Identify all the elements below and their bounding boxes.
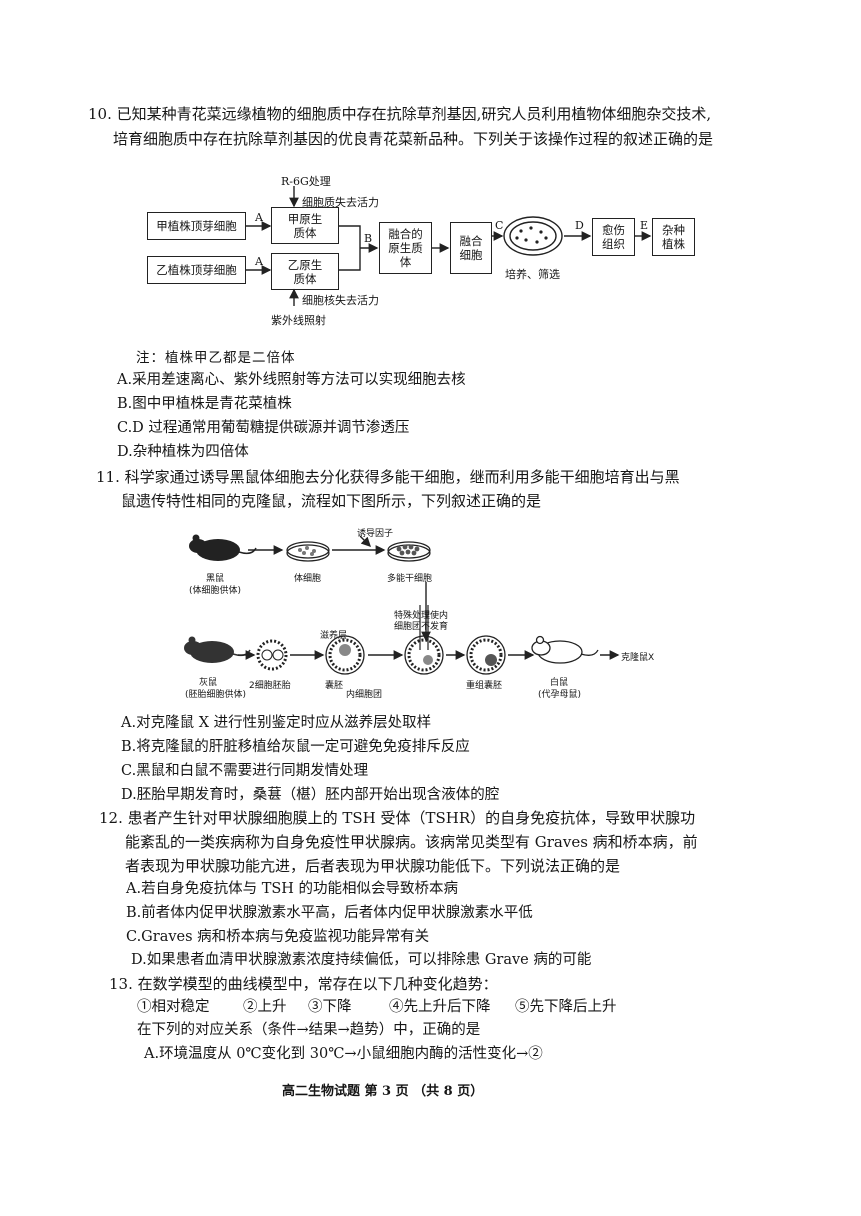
somatic-cell-label: 体细胞 — [294, 574, 322, 584]
protoplast-a-text: 甲原生质体 — [287, 211, 323, 240]
hybrid-plant-box: 杂种植株 — [652, 218, 695, 256]
plant-a-cells-box: 甲植株顶芽细胞 — [147, 212, 246, 240]
special-treatment-label: 特殊处理使内 — [394, 611, 449, 621]
stem-cell-label: 多能干细胞 — [387, 574, 433, 584]
q13-trend-4: ④先上升后下降 — [389, 999, 491, 1015]
black-mouse-role-label: (体细胞供体) — [189, 586, 242, 596]
stem-cell-dish-icon — [387, 541, 431, 562]
two-cell-embryo-label: 2细胞胚胎 — [249, 681, 291, 691]
callus-box: 愈伤组织 — [592, 218, 635, 256]
black-mouse-label: 黑鼠 — [206, 574, 225, 584]
q12-option-a: A.若自身免疫抗体与 TSH 的功能相似会导致桥本病 — [126, 881, 459, 897]
plant-b-cells-text: 乙植株顶芽细胞 — [156, 263, 237, 277]
q12-option-b: B.前者体内促甲状腺激素水平高，后者体内促甲状腺激素水平低 — [126, 905, 533, 921]
q12-stem-line3: 者表现为甲状腺功能亢进，后者表现为甲状腺功能低下。下列说法正确的是 — [125, 857, 621, 875]
q10-option-b: B.图中甲植株是青花菜植株 — [117, 396, 292, 412]
culture-screening-label: 培养、筛选 — [505, 268, 560, 281]
q12-option-d: D.如果患者血清甲状腺激素浓度持续偏低，可以排除患 Grave 病的可能 — [131, 952, 592, 968]
protoplast-b-text: 乙原生质体 — [287, 257, 323, 286]
hybrid-plant-text: 杂种植株 — [662, 223, 685, 251]
process-a-label: A — [255, 211, 263, 224]
q10-stem-line1: 10. 已知某种青花菜远缘植物的细胞质中存在抗除草剂基因,研究人员利用植物体细胞… — [88, 105, 712, 123]
q10-option-d: D.杂种植株为四倍体 — [117, 444, 249, 460]
white-mouse-icon — [531, 635, 599, 664]
fused-protoplast-text: 融合的原生质体 — [388, 227, 423, 269]
q13-option-a: A.环境温度从 0℃变化到 30℃→小鼠细胞内酶的活性变化→② — [144, 1046, 543, 1062]
q10-option-c: C.D 过程通常用葡萄糖提供碳源并调节渗透压 — [117, 420, 410, 436]
q10-note: 注：植株甲乙都是二倍体 — [136, 350, 296, 366]
page-footer: 高二生物试题 第 3 页 （共 8 页） — [282, 1084, 484, 1099]
q12-option-c: C.Graves 病和桥本病与免疫监视功能异常有关 — [126, 929, 430, 945]
plant-a-cells-text: 甲植株顶芽细胞 — [156, 219, 237, 233]
q10-stem-line2: 培育细胞质中存在抗除草剂基因的优良青花菜新品种。下列关于该操作过程的叙述正确的是 — [113, 130, 714, 148]
injection-embryo-icon — [404, 605, 444, 675]
q13-trend-2: ②上升 — [243, 999, 287, 1015]
black-mouse-icon — [189, 534, 257, 561]
q11-stem-line2: 鼠遗传特性相同的克隆鼠，流程如下图所示，下列叙述正确的是 — [121, 492, 542, 510]
q13-stem-line2: 在下列的对应关系（条件→结果→趋势）中，正确的是 — [137, 1022, 481, 1038]
gray-mouse-label: 灰鼠 — [199, 678, 218, 688]
process-d-label: D — [575, 219, 584, 232]
process-c-label: C — [495, 219, 504, 232]
uv-label: 紫外线照射 — [271, 314, 326, 327]
fused-cell-box: 融合细胞 — [450, 222, 492, 274]
protoplast-a-box: 甲原生质体 — [271, 207, 339, 244]
q11-stem-line1: 11. 科学家通过诱导黑鼠体细胞去分化获得多能干细胞，继而利用多能干细胞培育出与… — [96, 468, 680, 486]
callus-text: 愈伤组织 — [602, 223, 625, 251]
q11-option-c: C.黑鼠和白鼠不需要进行同期发情处理 — [121, 763, 369, 779]
q13-trend-1: ①相对稳定 — [137, 999, 210, 1015]
nucleus-inactive-label: 细胞核失去活力 — [302, 294, 379, 307]
q11-option-a: A.对克隆鼠 X 进行性别鉴定时应从滋养层处取样 — [121, 715, 432, 731]
fused-protoplast-box: 融合的原生质体 — [379, 222, 432, 274]
blastocyst-icon — [325, 635, 365, 675]
process-a-label-2: A — [255, 255, 263, 268]
trophoblast-label: 滋养层 — [320, 631, 348, 641]
reconstructed-blastocyst-icon — [466, 635, 506, 675]
process-b-label: B — [364, 232, 373, 245]
q11-option-b: B.将克隆鼠的肝脏移植给灰鼠一定可避免免疫排斥反应 — [121, 739, 470, 755]
blastocyst-label: 囊胚 — [325, 681, 344, 691]
clone-mouse-label: 克隆鼠X — [621, 653, 655, 663]
inducer-label: 诱导因子 — [357, 529, 394, 539]
q10-option-a: A.采用差速离心、紫外线照射等方法可以实现细胞去核 — [117, 372, 466, 388]
cytoplasm-inactive-label: 细胞质失去活力 — [302, 196, 379, 209]
reconstructed-blastocyst-label: 重组囊胚 — [466, 681, 503, 691]
plant-b-cells-box: 乙植株顶芽细胞 — [147, 256, 246, 284]
r6g-label: R-6G处理 — [281, 175, 331, 188]
q13-trend-3: ③下降 — [308, 999, 352, 1015]
white-mouse-role-label: (代孕母鼠) — [538, 690, 582, 700]
somatic-cell-dish-icon — [286, 541, 330, 562]
q13-trend-5: ⑤先下降后上升 — [515, 999, 617, 1015]
fused-cell-text: 融合细胞 — [459, 234, 483, 262]
q11-option-d: D.胚胎早期发育时，桑葚（椹）胚内部开始出现含液体的腔 — [121, 787, 500, 803]
special-treatment-label-2: 细胞团不发育 — [394, 622, 449, 632]
q12-stem-line1: 12. 患者产生针对甲状腺细胞膜上的 TSH 受体（TSHR）的自身免疫抗体，导… — [99, 809, 696, 827]
process-e-label: E — [640, 219, 649, 232]
inner-cell-mass-label: 内细胞团 — [346, 690, 383, 700]
q12-stem-line2: 能紊乱的一类疾病称为自身免疫性甲状腺病。该病常见类型有 Graves 病和桥本病… — [125, 833, 698, 851]
gray-mouse-icon — [184, 636, 251, 663]
gray-mouse-role-label: (胚胎细胞供体) — [185, 690, 247, 700]
protoplast-b-box: 乙原生质体 — [271, 253, 339, 290]
two-cell-embryo-icon — [256, 639, 288, 671]
q13-stem-line1: 13. 在数学模型的曲线模型中，常存在以下几种变化趋势： — [109, 975, 498, 993]
white-mouse-label: 白鼠 — [550, 678, 569, 688]
